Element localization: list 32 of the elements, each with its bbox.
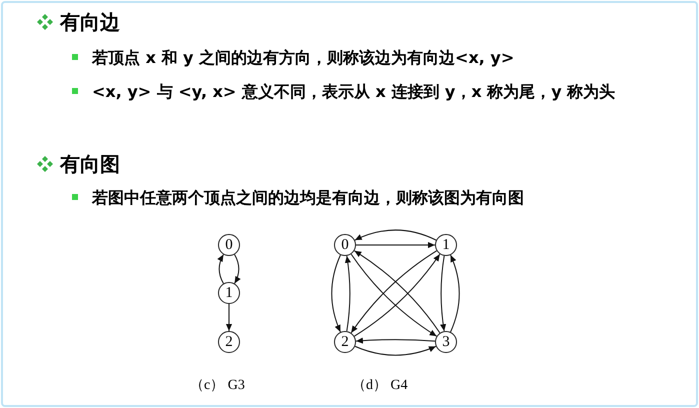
arrow [331, 254, 341, 332]
arrow [226, 304, 232, 332]
graph-caption: （c） G3 [190, 377, 246, 395]
vertex-label: 1 [225, 284, 233, 302]
arrow [440, 255, 446, 332]
bullet-text: 若顶点 x 和 y 之间的边有方向，则称该边为有向边<x, y> [92, 47, 516, 69]
vertex-circle [218, 331, 240, 353]
arrow [355, 338, 436, 344]
vertex-label: 2 [341, 334, 349, 350]
vertex-circle [435, 234, 457, 256]
vertex-circle [334, 331, 356, 353]
vertex-label: 0 [225, 236, 233, 254]
arrow [234, 254, 241, 284]
vertex-label: 0 [341, 236, 349, 254]
section-heading: 有向边 [60, 9, 121, 36]
arrow [356, 242, 436, 248]
vertex-circle [218, 234, 240, 256]
arrow [354, 346, 436, 356]
bullet-text: <x, y> 与 <y, x> 意义不同，表示从 x 连接到 y，x 称为尾，y 称为头 [92, 81, 616, 103]
arrow [217, 254, 224, 284]
arrow [344, 255, 351, 332]
bullet-text: 若图中任意两个顶点之间的边均是有向边，则称该图为有向图 [92, 187, 525, 209]
arrow [450, 254, 460, 332]
graph-caption: （d） G4 [352, 377, 409, 395]
vertex-circle [218, 282, 240, 304]
section-heading: 有向图 [60, 151, 121, 178]
vertex-circle [435, 331, 457, 353]
arrow [354, 230, 437, 241]
vertex-label: 1 [442, 236, 450, 254]
vertex-label: 2 [225, 334, 233, 350]
vertex-label: 3 [442, 334, 450, 350]
vertex-circle [334, 234, 356, 256]
